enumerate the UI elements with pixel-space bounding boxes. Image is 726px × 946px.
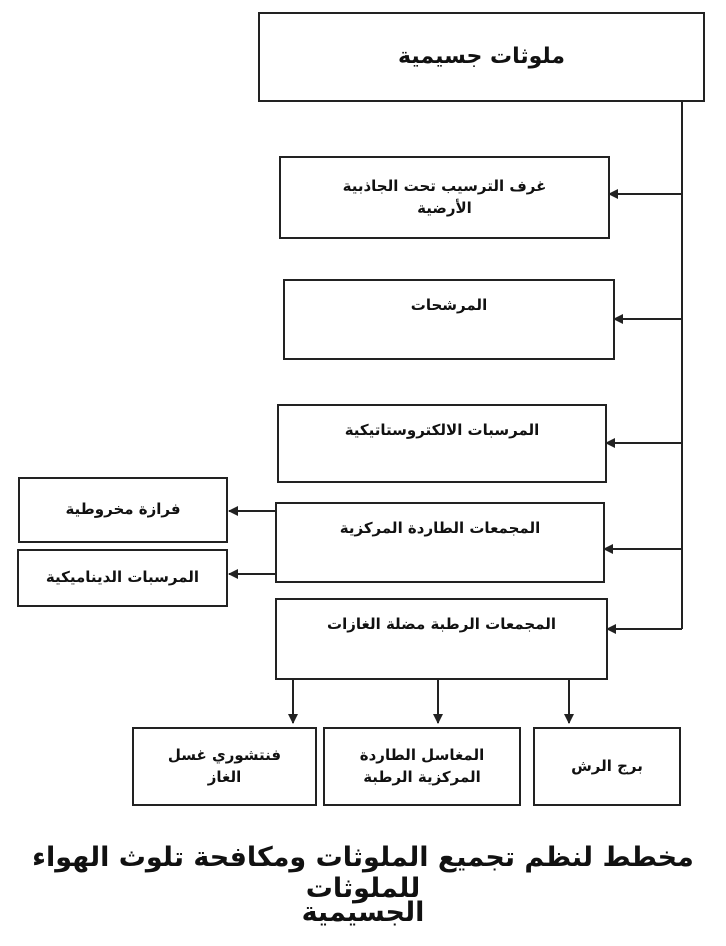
title-text: ملوثات جسيمية	[398, 44, 565, 70]
filters-label: المرشحات	[410, 296, 488, 314]
caption-line-2: الجسيمية	[301, 897, 425, 928]
spray-tower-label: برج الرش	[571, 756, 643, 775]
title-box: ملوثات جسيمية	[258, 12, 705, 102]
venturi-label: فنتشوري غسل الغاز	[167, 745, 282, 786]
wet-centrifugal-box: المغاسل الطاردة المركزية الرطبة	[323, 727, 521, 806]
electrostatic-label: المرسبات الالكتروستاتيكية	[344, 421, 540, 439]
centrifugal-box: المجمعات الطاردة المركزية	[275, 502, 605, 583]
caption-line-1: مخطط لنظم تجميع الملوثات ومكافحة تلوث ال…	[32, 842, 694, 904]
gravity-chambers-label: غرف الترسيب تحت الجاذبية الأرضية	[342, 176, 547, 217]
filters-box: المرشحات	[283, 279, 615, 360]
dynamic-precipitator-box: المرسبات الديناميكية	[17, 549, 228, 607]
gravity-chambers-box: غرف الترسيب تحت الجاذبية الأرضية	[279, 156, 610, 239]
electrostatic-box: المرسبات الالكتروستاتيكية	[277, 404, 607, 483]
wet-centrifugal-label: المغاسل الطاردة المركزية الرطبة	[359, 745, 485, 786]
spray-tower-box: برج الرش	[533, 727, 681, 806]
venturi-box: فنتشوري غسل الغاز	[132, 727, 317, 806]
cyclone-label: فرازة مخروطية	[65, 500, 181, 519]
wet-scrubbers-label: المجمعات الرطبة مضلة الغازات	[327, 615, 556, 633]
dynamic-precipitator-label: المرسبات الديناميكية	[45, 568, 200, 587]
wet-scrubbers-box: المجمعات الرطبة مضلة الغازات	[275, 598, 608, 680]
centrifugal-label: المجمعات الطاردة المركزية	[339, 519, 541, 537]
cyclone-box: فرازة مخروطية	[18, 477, 228, 543]
